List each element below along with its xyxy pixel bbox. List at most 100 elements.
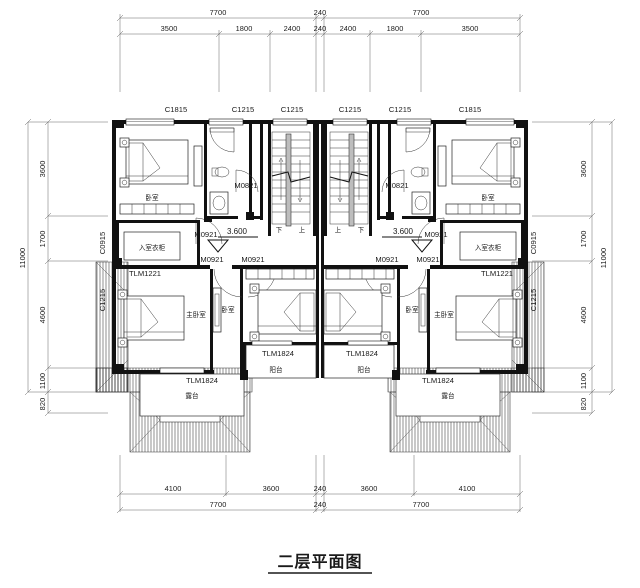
wardrobe-upper-right	[445, 203, 521, 215]
windows-top	[125, 118, 515, 126]
bedroom-upper-left: 卧室	[119, 137, 203, 215]
tag-window-4: C1215	[389, 105, 411, 114]
tag-door-entry-right: TLM1221	[481, 269, 513, 278]
label-bedroom-lower-left: 卧室	[221, 305, 235, 314]
tag-window-side-right-0: C0915	[529, 232, 538, 254]
dim-bottom-outer-1: 240	[314, 500, 327, 509]
tag-window-side-left-1: C1215	[98, 289, 107, 311]
bed-upper-right	[451, 139, 515, 185]
left-dimension-block: 3600 1700 4600 1100 820 11000	[18, 118, 108, 417]
terrace-right: 露台 TLM1824	[395, 367, 501, 417]
right-dimension-block: 3600 1700 4600 1100 820 11000	[532, 118, 616, 417]
window-C1815-left	[125, 118, 175, 126]
dim-right-inner-4: 820	[579, 398, 588, 411]
dim-bottom-inner-1: 3600	[263, 484, 280, 493]
dim-left-inner-2: 4600	[38, 307, 47, 324]
tag-door-corridor-left-b: M0921	[241, 255, 264, 264]
dim-top-inner-1: 1800	[236, 24, 253, 33]
dim-top-inner-0: 3500	[161, 24, 178, 33]
bed-lower-right	[323, 289, 383, 335]
label-balcony-right: 阳台	[357, 365, 371, 374]
tag-balcony-door-left: TLM1824	[262, 349, 294, 358]
entry-wardrobe-left: 入室衣柜 TLM1221	[112, 220, 200, 278]
dim-top-inner-5: 1800	[387, 24, 404, 33]
dim-top-outer-0: 7700	[210, 8, 227, 17]
bedroom-lower-right: 卧室	[323, 283, 419, 342]
dim-top-outer-2: 7700	[413, 8, 430, 17]
bedroom-upper-right: 卧室	[437, 137, 521, 215]
label-bedroom-upper-right: 卧室	[481, 193, 495, 202]
tag-door-bath-right: M0821	[385, 181, 408, 190]
level-value-right: 3.600	[393, 227, 414, 236]
stair-direction-down-right: 下	[358, 226, 365, 234]
dim-bottom-outer-0: 7700	[210, 500, 227, 509]
dim-top-inner-3: 240	[314, 24, 327, 33]
window-tags-sides: C0915 C1215 C0915 C1215	[98, 232, 538, 311]
tag-terrace-door-left: TLM1824	[186, 376, 218, 385]
bed-master-left	[123, 295, 185, 341]
dim-left-inner-1: 1700	[38, 231, 47, 248]
label-wardrobe-right: 入室衣柜	[475, 243, 502, 252]
bed-master-right	[455, 295, 517, 341]
tag-door-entry-left: TLM1221	[129, 269, 161, 278]
tag-door-corridor-right-b: M0921	[375, 255, 398, 264]
dim-bottom-inner-3: 3600	[361, 484, 378, 493]
tag-window-3: C1215	[339, 105, 361, 114]
tag-window-2: C1215	[281, 105, 303, 114]
tag-door-bedroom-upper-left: M0921	[194, 230, 217, 239]
label-terrace-right: 露台	[441, 391, 455, 400]
tag-window-1: C1215	[232, 105, 254, 114]
dim-bottom-inner-0: 4100	[165, 484, 182, 493]
bed-lower-left	[257, 289, 317, 335]
dim-left-inner-3: 1100	[38, 373, 47, 389]
tag-door-corridor-left-a: M0921	[200, 255, 223, 264]
stair-direction-up-right: 上	[335, 225, 342, 234]
dim-top-outer-1: 240	[314, 8, 327, 17]
label-bedroom-upper-left: 卧室	[145, 193, 159, 202]
dim-right-inner-2: 4600	[579, 307, 588, 324]
window-C1815-right	[465, 118, 515, 126]
top-dimension-block: 7700 240 7700 3500 1800 2400 240 2400 18…	[116, 8, 524, 92]
window-C1215-right-a	[396, 118, 432, 126]
balcony-left: 阳台 TLM1824	[245, 340, 317, 379]
dim-top-inner-6: 3500	[462, 24, 479, 33]
stair-direction-down-left: 下	[276, 226, 283, 234]
bottom-dimension-block: 4100 3600 240 3600 4100 7700 240 7700	[116, 455, 524, 514]
label-wardrobe-left: 入室衣柜	[139, 243, 166, 252]
inner-wardrobes	[245, 268, 395, 280]
bathroom-right: M0821	[381, 127, 431, 215]
tag-window-side-left-0: C0915	[98, 232, 107, 254]
label-balcony-left: 阳台	[269, 365, 283, 374]
label-bedroom-lower-right: 卧室	[405, 305, 419, 314]
tag-door-bedroom-upper-right: M0921	[424, 230, 447, 239]
dim-bottom-outer-2: 7700	[413, 500, 430, 509]
dim-left-inner-4: 820	[38, 398, 47, 411]
dim-bottom-inner-2: 240	[314, 484, 327, 493]
dim-left-inner-0: 3600	[38, 161, 47, 178]
window-C1215-right-b	[332, 118, 368, 126]
dim-right-inner-3: 1100	[579, 373, 588, 389]
master-bedroom-left: 主卧室	[117, 287, 222, 348]
tag-terrace-door-right: TLM1824	[422, 376, 454, 385]
stair-direction-up-left: 上	[299, 225, 306, 234]
bathroom-left: M0821	[209, 127, 259, 215]
window-C1215-left-b	[272, 118, 308, 126]
window-C1215-left-a	[208, 118, 244, 126]
dim-right-inner-0: 3600	[579, 161, 588, 178]
label-master-bedroom-left: 主卧室	[186, 310, 206, 319]
wardrobe-upper-left	[119, 203, 195, 215]
entry-wardrobe-right: 入室衣柜 TLM1221	[440, 220, 528, 278]
level-marker-left: 3.600	[206, 227, 258, 253]
stairs-right: 下 上	[329, 131, 369, 234]
balcony-right: 阳台 TLM1824	[323, 340, 395, 379]
tag-window-0: C1815	[165, 105, 187, 114]
window-tags-top: C1815 C1215 C1215 C1215 C1215 C1815	[165, 105, 481, 114]
wall-corner-blocks	[112, 120, 528, 380]
dim-top-inner-4: 2400	[340, 24, 357, 33]
tag-door-corridor-right-a: M0921	[416, 255, 439, 264]
dim-bottom-inner-4: 4100	[459, 484, 476, 493]
terrace-left: 露台 TLM1824	[139, 367, 245, 417]
dim-left-outer: 11000	[18, 248, 27, 269]
